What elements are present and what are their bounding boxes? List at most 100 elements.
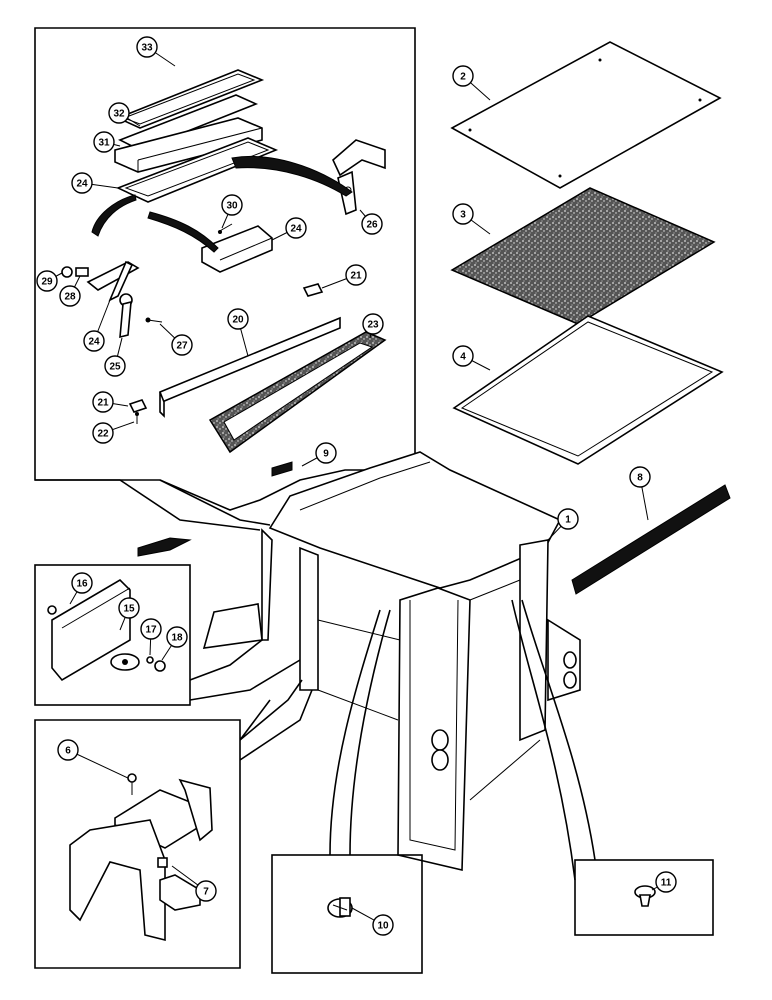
callout-balloon xyxy=(285,217,307,239)
callout-number: 25 xyxy=(109,362,121,373)
callout-number: 11 xyxy=(661,878,672,889)
callout-leader-line xyxy=(67,749,129,779)
callout-number: 2 xyxy=(460,72,466,83)
callout-balloon xyxy=(36,270,58,292)
callout-number: 15 xyxy=(123,604,135,615)
callout-balloon xyxy=(452,345,474,367)
callout-c26: 26 xyxy=(359,209,383,235)
screw-part-22 xyxy=(135,412,139,424)
callout-number: 29 xyxy=(41,277,53,288)
callout-number: 17 xyxy=(145,625,157,636)
latch-part-24 xyxy=(86,260,140,307)
filter-tray-part xyxy=(115,137,279,203)
callout-balloon xyxy=(83,330,105,352)
bracket-part-26 xyxy=(332,139,386,216)
callout-balloon xyxy=(315,442,337,464)
callout-c17: 17 xyxy=(140,618,162,656)
callout-number: 24 xyxy=(88,337,100,348)
clamp-inset xyxy=(34,564,301,706)
callout-c4: 4 xyxy=(452,345,491,371)
callout-balloon xyxy=(372,914,394,936)
callout-c24a: 24 xyxy=(71,172,119,194)
callout-balloon xyxy=(92,422,114,444)
callout-number: 24 xyxy=(76,179,88,190)
callout-balloon xyxy=(140,618,162,640)
callout-number: 16 xyxy=(76,579,88,590)
callout-number: 32 xyxy=(113,109,125,120)
plug-inset-11 xyxy=(511,599,714,936)
spacer-part-28 xyxy=(75,267,89,277)
callout-c30: 30 xyxy=(221,194,243,229)
callout-number: 3 xyxy=(460,210,466,221)
callout-c21a: 21 xyxy=(321,264,367,289)
callout-c22: 22 xyxy=(92,421,135,444)
callout-balloon xyxy=(118,597,140,619)
callout-balloon xyxy=(93,131,115,153)
callout-c10: 10 xyxy=(351,907,394,936)
callout-balloon xyxy=(104,355,126,377)
callout-c23: 23 xyxy=(362,313,384,339)
cab-frame-part-1 xyxy=(202,451,581,872)
callout-c6: 6 xyxy=(57,739,129,779)
callout-number: 10 xyxy=(377,921,389,932)
filter-box-part xyxy=(114,117,263,173)
callout-balloon xyxy=(108,102,130,124)
callout-number: 21 xyxy=(97,398,109,409)
black-pointer-arrow xyxy=(137,537,192,557)
callout-balloon xyxy=(557,508,579,530)
callout-number: 21 xyxy=(350,271,362,282)
callout-c7: 7 xyxy=(171,865,217,902)
latch-inset xyxy=(34,679,313,969)
strip-part-9 xyxy=(271,461,293,477)
callout-balloon xyxy=(221,194,243,216)
callout-balloon xyxy=(629,466,651,488)
callout-balloon xyxy=(71,172,93,194)
callout-number: 4 xyxy=(460,352,466,363)
callout-number: 23 xyxy=(367,320,379,331)
callout-c20: 20 xyxy=(227,308,249,357)
callout-number: 27 xyxy=(176,341,188,352)
callout-number: 7 xyxy=(203,887,209,898)
callout-c2: 2 xyxy=(452,65,491,101)
trim-strip-part-8 xyxy=(571,484,731,595)
callout-number: 26 xyxy=(366,220,378,231)
callout-c15: 15 xyxy=(118,597,140,631)
callout-number: 8 xyxy=(637,473,643,484)
plug-inset-10 xyxy=(271,609,423,974)
callout-balloon xyxy=(71,572,93,594)
callout-c29: 29 xyxy=(36,270,63,292)
callout-number: 31 xyxy=(98,138,110,149)
callout-c9: 9 xyxy=(301,442,337,467)
roof-panel-part-2 xyxy=(450,41,722,189)
callout-c18: 18 xyxy=(161,626,188,661)
callout-c16: 16 xyxy=(69,572,93,605)
callout-number: 22 xyxy=(97,429,109,440)
callout-balloon xyxy=(92,391,114,413)
callout-number: 24 xyxy=(290,224,302,235)
filter-gasket-part xyxy=(115,69,265,129)
callout-number: 6 xyxy=(65,746,71,757)
arm-part-25 xyxy=(119,300,132,339)
callout-c32: 32 xyxy=(108,102,141,127)
callout-c11: 11 xyxy=(651,871,677,893)
callout-c24b: 24 xyxy=(271,217,307,241)
callout-number: 30 xyxy=(226,201,238,212)
roof-seal-part-4 xyxy=(452,315,724,465)
callout-number: 33 xyxy=(141,43,153,54)
callout-c27: 27 xyxy=(159,323,193,356)
callout-balloon xyxy=(452,203,474,225)
callout-number: 18 xyxy=(171,633,183,644)
callout-balloon xyxy=(195,880,217,902)
callout-balloon xyxy=(655,871,677,893)
callout-c28: 28 xyxy=(59,275,81,307)
callout-number: 28 xyxy=(64,292,76,303)
small-bracket-part-21b xyxy=(128,399,148,413)
nut-part-29 xyxy=(61,266,73,278)
clip-part-24 xyxy=(201,225,273,273)
callout-balloon xyxy=(57,739,79,761)
callout-c21b: 21 xyxy=(92,391,129,413)
callout-c31: 31 xyxy=(93,131,121,153)
screw-part-30 xyxy=(217,223,233,234)
